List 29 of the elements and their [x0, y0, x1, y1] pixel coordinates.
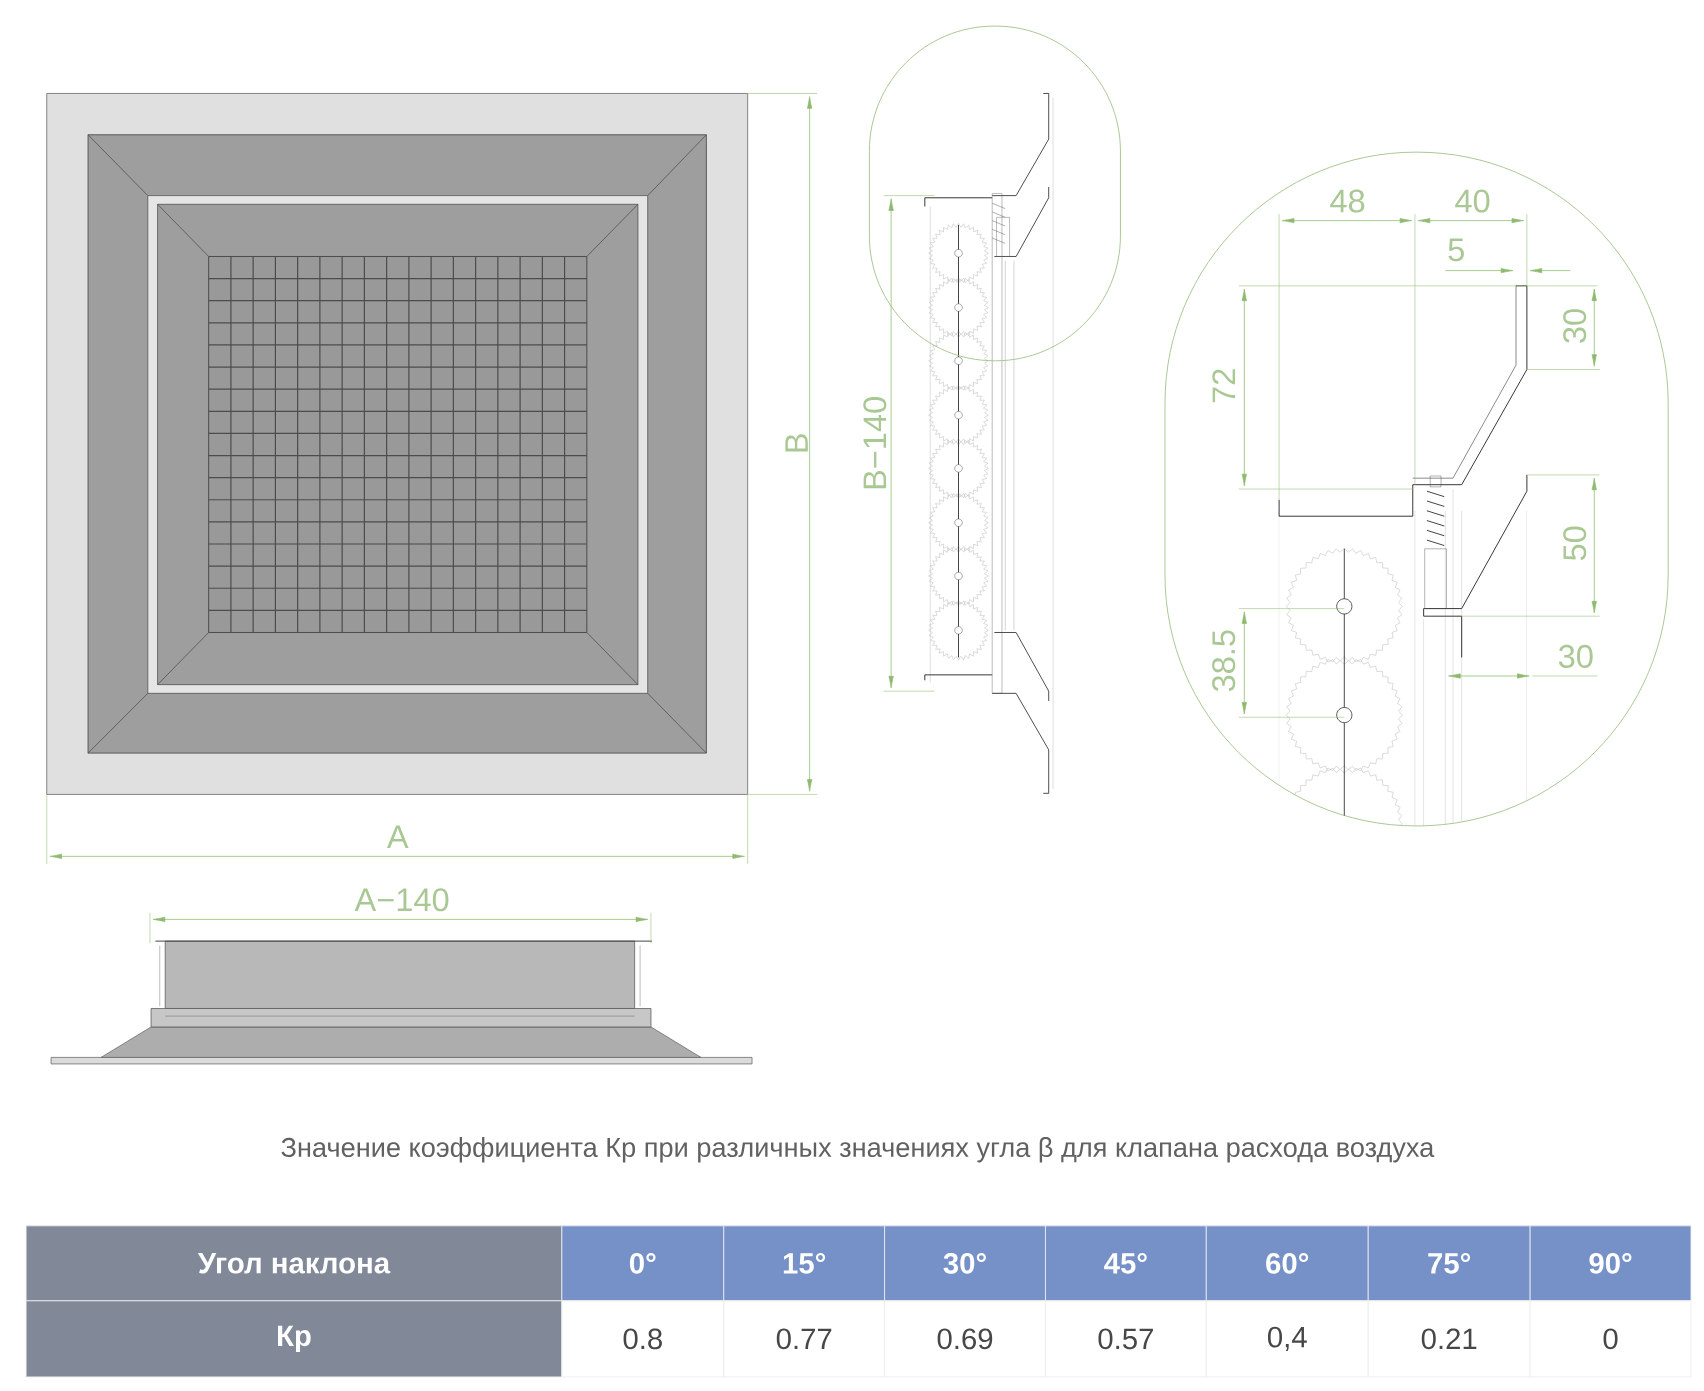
- table-cell: 0.77: [723, 1300, 886, 1378]
- table-cell: 75°: [1367, 1225, 1531, 1302]
- dimension-label: 48: [1330, 189, 1365, 213]
- table-cell: Кр: [25, 1300, 563, 1378]
- table-cell: 0.8: [561, 1300, 725, 1378]
- dimension-label: B: [785, 434, 808, 452]
- dimension-label: 50: [1563, 526, 1587, 561]
- caption: Значение коэффициента Кр при различных значениях угла β для клапана расхода воздуха: [281, 1137, 1435, 1163]
- dimension-label: 5: [1448, 238, 1464, 262]
- table-cell: 0.57: [1045, 1300, 1207, 1378]
- dimension-label: A: [386, 825, 409, 848]
- dimension-label: 40: [1455, 189, 1490, 213]
- table-cell: 0.69: [884, 1300, 1046, 1378]
- table-cell: 0: [1529, 1300, 1692, 1378]
- dimension-label: 72: [1212, 369, 1236, 403]
- dimension-label: A−140: [354, 888, 449, 912]
- table-cell: 45°: [1045, 1225, 1207, 1302]
- table-cell: 0.21: [1367, 1300, 1531, 1378]
- dimension-label: B−140: [863, 397, 887, 489]
- table-cell: Угол наклона: [25, 1225, 563, 1302]
- table-cell: 15°: [723, 1225, 886, 1302]
- table-cell: 30°: [884, 1225, 1046, 1302]
- dimension-label: 30: [1563, 309, 1587, 343]
- table-cell: 90°: [1529, 1225, 1692, 1302]
- table-cell: 60°: [1205, 1225, 1369, 1302]
- dimension-label: 30: [1558, 644, 1593, 668]
- table-cell: 0,4: [1205, 1300, 1369, 1378]
- dimension-label: 38.5: [1212, 630, 1236, 692]
- table-cell: 0°: [561, 1225, 725, 1302]
